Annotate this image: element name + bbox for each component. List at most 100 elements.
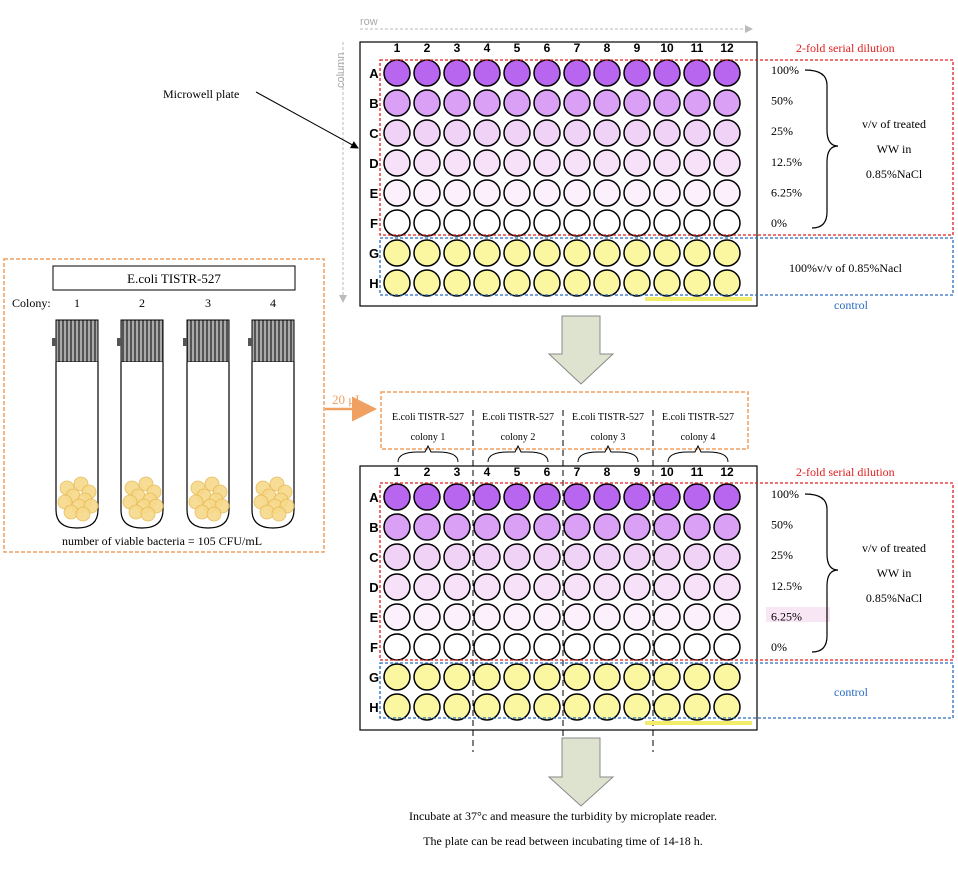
dilution-level: 25% [771, 548, 793, 562]
column-number: 7 [574, 41, 581, 55]
dilution-box-bottom [379, 482, 954, 661]
well [563, 179, 591, 207]
well [653, 483, 681, 511]
well [473, 513, 501, 541]
well [623, 89, 651, 117]
colony-brace [577, 444, 639, 463]
row-letter: F [370, 216, 378, 231]
tube-cap [186, 319, 230, 363]
tube-cap [120, 319, 164, 363]
well [593, 513, 621, 541]
well [413, 269, 441, 297]
well [713, 483, 741, 511]
well [383, 209, 411, 237]
well [473, 149, 501, 177]
row-letter: H [369, 700, 378, 715]
well [563, 59, 591, 87]
well [623, 603, 651, 631]
well [473, 663, 501, 691]
column-number: 12 [720, 465, 734, 479]
well [443, 209, 471, 237]
well [713, 693, 741, 721]
row-letter: B [369, 96, 378, 111]
well [623, 179, 651, 207]
well [593, 89, 621, 117]
well [473, 633, 501, 661]
well [653, 149, 681, 177]
well [533, 543, 561, 571]
tube-cap [251, 319, 295, 363]
dilution-description-line: 0.85%NaCl [866, 591, 923, 605]
well [713, 89, 741, 117]
well [413, 119, 441, 147]
row-letter: G [369, 670, 379, 685]
column-number: 2 [424, 41, 431, 55]
well [533, 59, 561, 87]
colony-number: 4 [270, 296, 276, 310]
column-number: 2 [424, 465, 431, 479]
well [533, 269, 561, 297]
well [623, 149, 651, 177]
well [593, 543, 621, 571]
dilution-description-line: v/v of treated [862, 541, 926, 555]
tube-title-box [52, 265, 296, 291]
well [563, 483, 591, 511]
well [653, 693, 681, 721]
well [473, 573, 501, 601]
tube-cap-tab [117, 338, 121, 346]
well [623, 633, 651, 661]
well [623, 693, 651, 721]
well [413, 149, 441, 177]
well [623, 543, 651, 571]
well [503, 663, 531, 691]
well [623, 513, 651, 541]
well [473, 269, 501, 297]
well [383, 543, 411, 571]
well [683, 513, 711, 541]
well [683, 209, 711, 237]
well [413, 663, 441, 691]
bacteria-colony [75, 506, 91, 522]
well [533, 239, 561, 267]
dilution-level: 12.5% [771, 579, 802, 593]
column-number: 5 [514, 465, 521, 479]
well [383, 119, 411, 147]
well [473, 209, 501, 237]
well [683, 119, 711, 147]
well [473, 483, 501, 511]
dilution-brace-top [804, 69, 839, 229]
well [623, 119, 651, 147]
column-axis-label: column [335, 53, 347, 88]
colony-group-name: E.coli TISTR-527 [482, 412, 554, 423]
well [443, 119, 471, 147]
well [683, 483, 711, 511]
well [443, 633, 471, 661]
control-text-top: 100%v/v of 0.85%Nacl [789, 261, 903, 275]
colony-group-label: colony 4 [681, 432, 716, 443]
column-number: 5 [514, 41, 521, 55]
well [533, 119, 561, 147]
well [443, 693, 471, 721]
well [683, 663, 711, 691]
well [473, 179, 501, 207]
well [443, 513, 471, 541]
dilution-title-bottom: 2-fold serial dilution [796, 465, 895, 479]
well [413, 209, 441, 237]
well [503, 543, 531, 571]
control-box-bottom [379, 662, 954, 719]
well [503, 179, 531, 207]
well [503, 633, 531, 661]
well [593, 633, 621, 661]
well [413, 603, 441, 631]
well [533, 633, 561, 661]
dilution-description-line: WW in [877, 142, 912, 156]
colony-number: 1 [74, 296, 80, 310]
well [683, 149, 711, 177]
well [443, 59, 471, 87]
well [563, 603, 591, 631]
column-number: 11 [691, 465, 704, 479]
well [503, 89, 531, 117]
